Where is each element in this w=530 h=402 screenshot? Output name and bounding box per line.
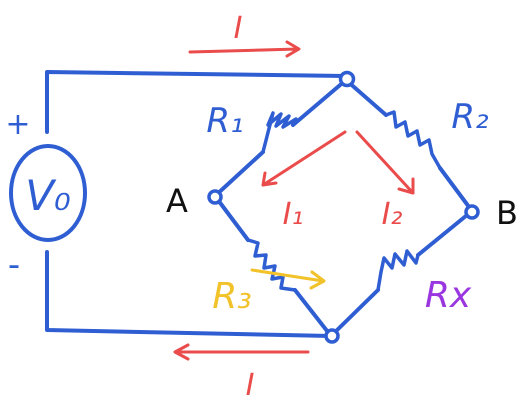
current-arrow-top <box>188 40 301 58</box>
node-a <box>207 189 223 205</box>
node-b-label: B <box>496 194 518 232</box>
resistor-r2 <box>384 110 442 170</box>
wire-top-to-r2 <box>344 78 388 117</box>
circuit-wires <box>45 70 474 338</box>
rx-label: Rx <box>425 275 472 316</box>
current-label-top: I <box>234 11 243 46</box>
plus-sign: + <box>5 107 30 142</box>
bottom-wire <box>45 250 333 338</box>
r3-label: R₃ <box>212 276 251 317</box>
wire-r2-to-b <box>438 166 474 213</box>
node-top <box>338 70 356 88</box>
wire-b-to-rx <box>416 209 474 257</box>
node-b <box>464 204 480 220</box>
r2-label: R₂ <box>451 97 489 137</box>
i1-label: I₁ <box>283 197 304 232</box>
node-a-label: A <box>166 182 188 220</box>
r3-current-arrow <box>250 268 326 290</box>
current-arrow-bottom <box>173 343 310 361</box>
source-label: V₀ <box>25 171 71 220</box>
nodes <box>207 70 480 344</box>
wire-r3-to-bottom <box>293 288 333 338</box>
resistor-r1 <box>261 111 298 154</box>
top-wire <box>45 70 348 134</box>
resistor-rx <box>376 249 420 292</box>
i2-label: I₂ <box>382 197 403 232</box>
wire-top-to-r1 <box>291 78 348 127</box>
wire-rx-to-bottom <box>329 288 380 338</box>
r1-label: R₁ <box>206 101 243 141</box>
current-arrow-i2 <box>355 130 415 195</box>
minus-sign: - <box>8 245 20 285</box>
voltage-source: V₀ + - <box>5 107 87 285</box>
current-label-bottom: I <box>246 368 255 402</box>
resistor-r3 <box>246 238 297 292</box>
current-arrow-i1 <box>261 130 347 187</box>
wire-r1-to-a <box>213 150 265 198</box>
wire-a-to-r3 <box>213 194 250 242</box>
node-bottom <box>324 328 340 344</box>
